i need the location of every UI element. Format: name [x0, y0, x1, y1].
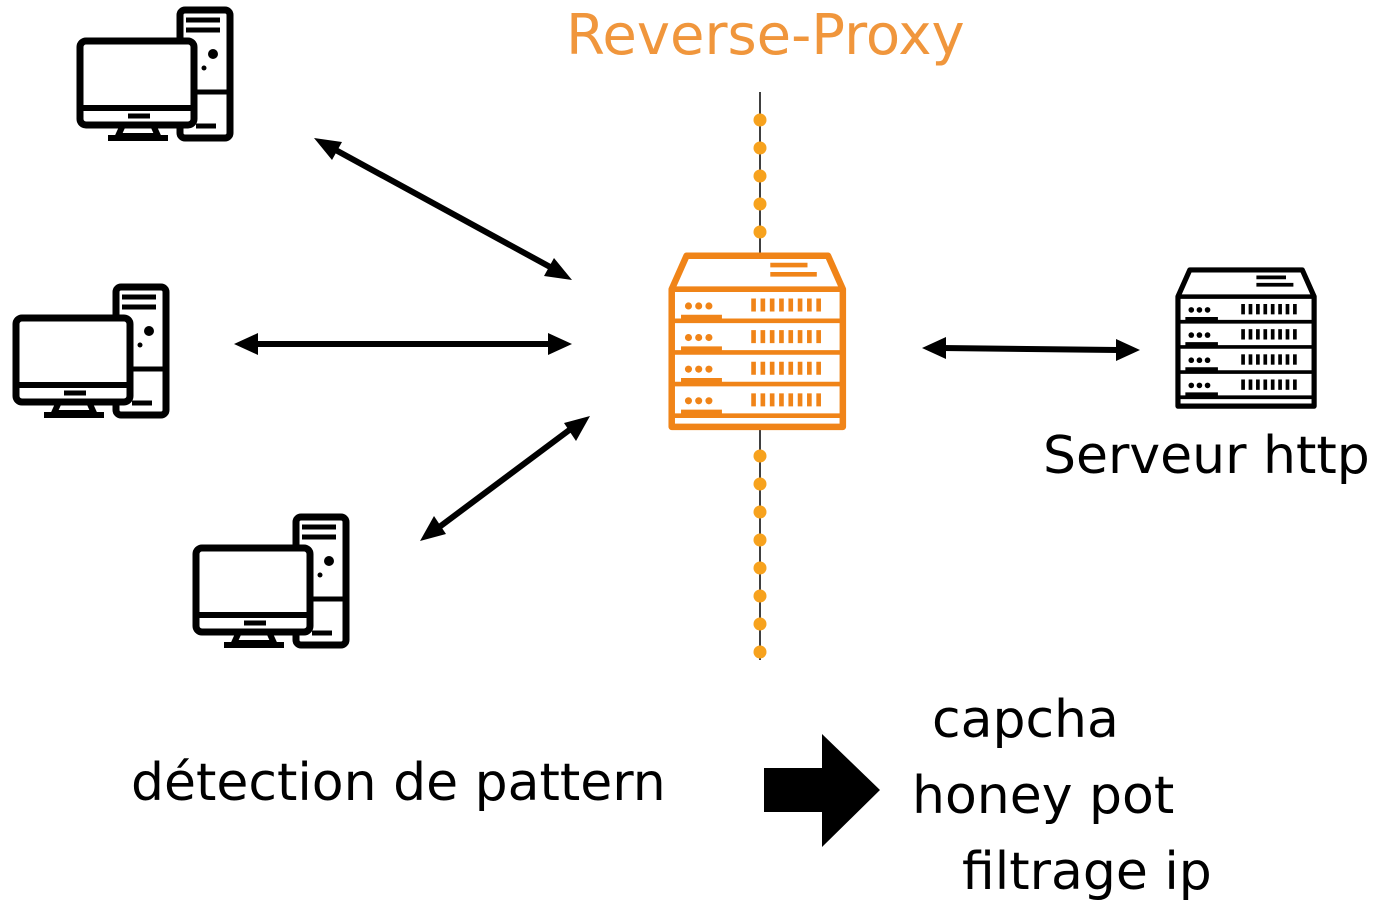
pattern-detection-label: détection de pattern	[131, 753, 666, 813]
proxy-server-arrow	[922, 337, 1140, 361]
client1-proxy-arrow	[314, 138, 572, 280]
desktop-computer-icon	[80, 10, 230, 138]
client3-proxy-arrow	[420, 416, 590, 541]
client2-proxy-arrow	[234, 333, 572, 355]
mitigation-item: filtrage ip	[962, 842, 1212, 902]
server-rack-icon	[1178, 270, 1314, 406]
right-arrow-icon	[764, 734, 880, 847]
mitigation-item: honey pot	[912, 766, 1175, 826]
diagram-title: Reverse-Proxy	[566, 3, 965, 68]
proxy-axis-line	[753, 92, 767, 660]
server-rack-icon	[672, 256, 843, 427]
desktop-computer-icon	[196, 517, 346, 645]
server-label: Serveur http	[1043, 426, 1370, 486]
mitigation-item: capcha	[932, 690, 1119, 750]
desktop-computer-icon	[16, 287, 166, 415]
connection-arrows	[234, 138, 1140, 541]
